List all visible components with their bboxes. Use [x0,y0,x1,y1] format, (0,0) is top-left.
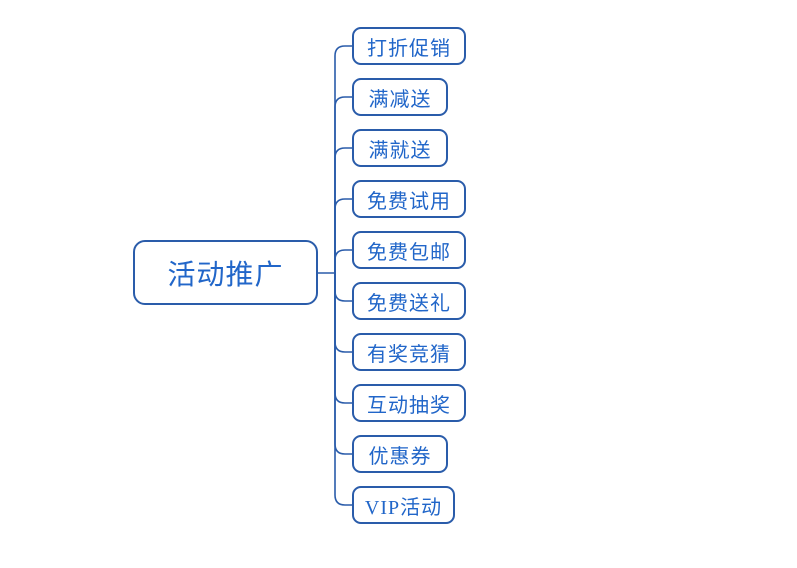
child-node-label: 打折促销 [367,37,451,60]
child-node-interactive-lottery[interactable]: 互动抽奖 [352,384,466,422]
child-node-free-shipping[interactable]: 免费包邮 [352,231,466,269]
child-node-free-trial[interactable]: 免费试用 [352,180,466,218]
connector-branch-3 [334,147,352,273]
child-node-coupon[interactable]: 优惠券 [352,435,448,473]
child-node-discount-promotion[interactable]: 打折促销 [352,27,466,65]
child-node-spend-reduce-gift[interactable]: 满减送 [352,78,448,116]
child-node-vip-activity[interactable]: VIP活动 [352,486,455,524]
connector-branch-1 [334,45,352,273]
child-node-label: 免费送礼 [367,292,451,315]
child-node-label: 免费试用 [367,190,451,213]
root-node-label: 活动推广 [167,259,284,291]
child-node-buy-full-get-gift[interactable]: 满就送 [352,129,448,167]
connector-branch-5 [334,249,352,273]
connector-branch-2 [334,96,352,273]
child-node-label: 有奖竞猜 [367,343,451,366]
connector-branch-10 [334,273,352,506]
child-node-free-gift[interactable]: 免费送礼 [352,282,466,320]
child-node-label: 满减送 [368,88,432,111]
child-node-label: 互动抽奖 [367,394,451,417]
child-node-prize-quiz[interactable]: 有奖竞猜 [352,333,466,371]
child-node-label: 优惠券 [368,445,432,468]
connector-branch-7 [334,273,352,353]
child-node-label: 满就送 [368,139,432,162]
connector-branch-6 [334,273,352,302]
connector-branch-4 [334,198,352,273]
child-node-label: 免费包邮 [367,241,451,264]
connector-branch-8 [334,273,352,404]
child-node-label: VIP活动 [364,496,443,519]
root-node-activity-promotion[interactable]: 活动推广 [133,240,318,305]
